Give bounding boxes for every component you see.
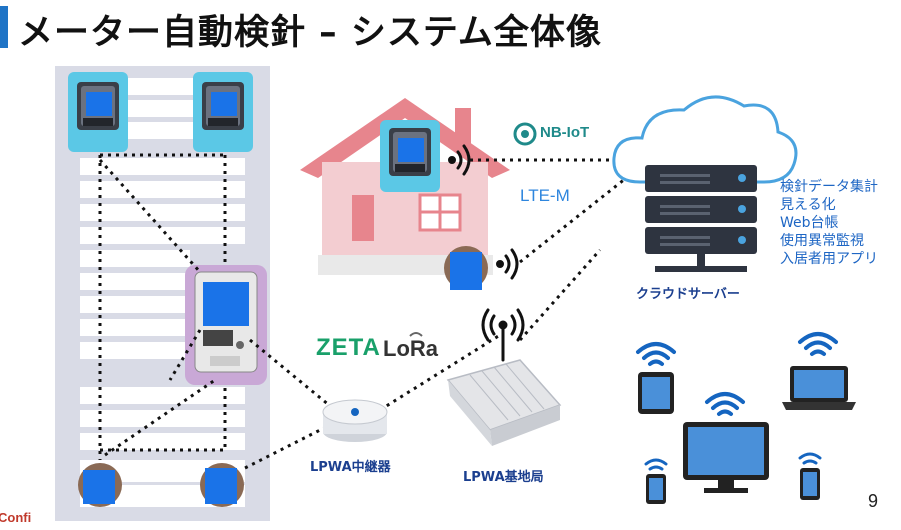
signal-icon-gas-meter — [496, 248, 519, 280]
building-meter-top-right — [193, 72, 253, 152]
lpwa-repeater-label: LPWA中継器 — [310, 460, 391, 475]
nbiot-label: NB-IoT — [540, 124, 590, 141]
lpwa-repeater-icon — [322, 399, 388, 442]
phone-icon-right — [800, 468, 820, 500]
feature-item: 使用異常監視 — [780, 233, 864, 249]
monitor-icon — [683, 422, 769, 493]
nbiot-logo-icon — [513, 122, 537, 146]
feature-item: 見える化 — [780, 197, 836, 213]
building-gateway-meter — [185, 265, 267, 385]
feature-list: 検針データ集計 見える化 Web台帳 使用異常監視 入居者用アプリ — [780, 178, 878, 268]
building-meter-bottom-left — [78, 463, 122, 507]
building-wiring — [98, 153, 336, 470]
cloud-icon — [612, 95, 798, 184]
building-meter-top-left — [68, 72, 128, 152]
lora-label: LoRa — [383, 336, 438, 361]
feature-item: 検針データ集計 — [780, 179, 878, 195]
page-number: 9 — [868, 491, 879, 511]
zeta-logo — [314, 333, 370, 363]
page-title: メーター自動検針 – システム全体像 — [18, 13, 602, 53]
building-meter-bottom-right — [200, 463, 244, 507]
house-gas-meter — [444, 246, 488, 290]
title-accent-bar — [0, 6, 8, 48]
zeta-label: ZETA — [316, 334, 381, 361]
ltem-label: LTE-M — [520, 186, 570, 205]
feature-item: Web台帳 — [780, 215, 839, 231]
wifi-icon-monitor — [705, 392, 745, 416]
wifi-icon-phone-left — [644, 458, 668, 471]
lora-signal-icon — [409, 332, 423, 337]
wifi-icon-tablet — [636, 342, 676, 366]
antenna-icon — [481, 308, 525, 362]
phone-icon-left — [646, 474, 666, 504]
laptop-icon — [782, 366, 856, 410]
server-icon — [645, 165, 757, 272]
feature-item: 入居者用アプリ — [780, 251, 878, 267]
tablet-icon — [638, 372, 674, 414]
signal-icon-house-meter — [448, 144, 471, 176]
footer-confidential: Confi — [0, 510, 32, 525]
wifi-icon-phone-right — [798, 452, 822, 465]
lpwa-base-station-label: LPWA基地局 — [463, 470, 544, 485]
house-meter — [380, 120, 440, 192]
cloud-server-label: クラウドサーバー — [636, 287, 740, 302]
network-links — [379, 158, 631, 412]
wifi-icon-laptop — [798, 332, 838, 356]
lpwa-base-station-icon — [446, 359, 562, 446]
